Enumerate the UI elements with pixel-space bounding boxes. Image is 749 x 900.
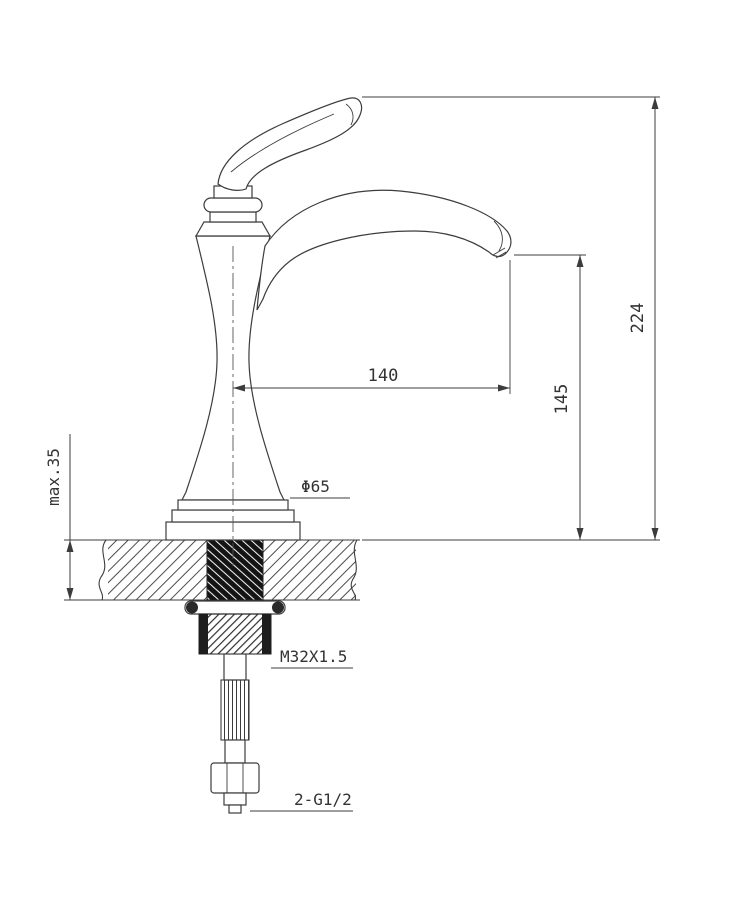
dim-text-spout-height: 145	[552, 384, 572, 415]
deck-break-edge-left	[98, 539, 107, 601]
arrow-spout-height-bottom	[576, 528, 584, 540]
faucet-outline	[165, 97, 512, 541]
under-counter-assembly	[184, 539, 286, 814]
collar-flare	[194, 221, 272, 237]
spout	[256, 189, 512, 311]
dim-text-overall-height: 224	[628, 303, 648, 334]
handle-inner-line	[230, 113, 335, 173]
threaded-shank	[206, 539, 264, 601]
deck-break-edge-right	[350, 539, 358, 601]
inlet-stub	[223, 792, 247, 806]
arrow-overall-top	[651, 97, 659, 109]
inlet-nipple	[228, 804, 242, 814]
label-inlet-connection: 2-G1/2	[294, 790, 352, 809]
deck-hatch-right	[263, 540, 356, 600]
arrow-deck-bottom	[66, 588, 74, 600]
collar-disc	[203, 197, 263, 213]
braided-hose	[220, 679, 250, 741]
lock-nut-edge-left	[199, 614, 208, 654]
arrow-reach-left	[233, 384, 245, 392]
deck-hatch-left	[108, 540, 207, 600]
arrow-overall-bottom	[651, 528, 659, 540]
deck-section	[98, 539, 360, 601]
dim-text-spout-reach: 140	[368, 366, 399, 386]
arrow-deck-top	[66, 540, 74, 552]
washer-tab-right	[272, 601, 284, 614]
arrow-reach-right	[498, 384, 510, 392]
handle-knob-line	[345, 103, 354, 126]
dim-text-deck-thickness: max.35	[44, 448, 63, 506]
label-base-diameter: Φ65	[301, 477, 330, 496]
handle-lever	[217, 97, 363, 191]
hose-connector	[224, 739, 246, 764]
lock-nut-edge-right	[262, 614, 271, 654]
lock-nut	[198, 613, 272, 655]
hose-neck	[223, 653, 247, 681]
hex-nut	[210, 762, 260, 794]
washer-plate	[184, 600, 286, 615]
dimensions: 140 145 224 max.35 Φ65 M32X1.5 2-G1/2	[44, 96, 660, 812]
label-shank-thread: M32X1.5	[280, 647, 347, 666]
collar-ring	[209, 211, 257, 223]
arrow-spout-height-top	[576, 255, 584, 267]
aerator-lines	[492, 247, 507, 259]
washer-tab-left	[186, 601, 198, 614]
spout-tip-face-line	[493, 220, 503, 252]
